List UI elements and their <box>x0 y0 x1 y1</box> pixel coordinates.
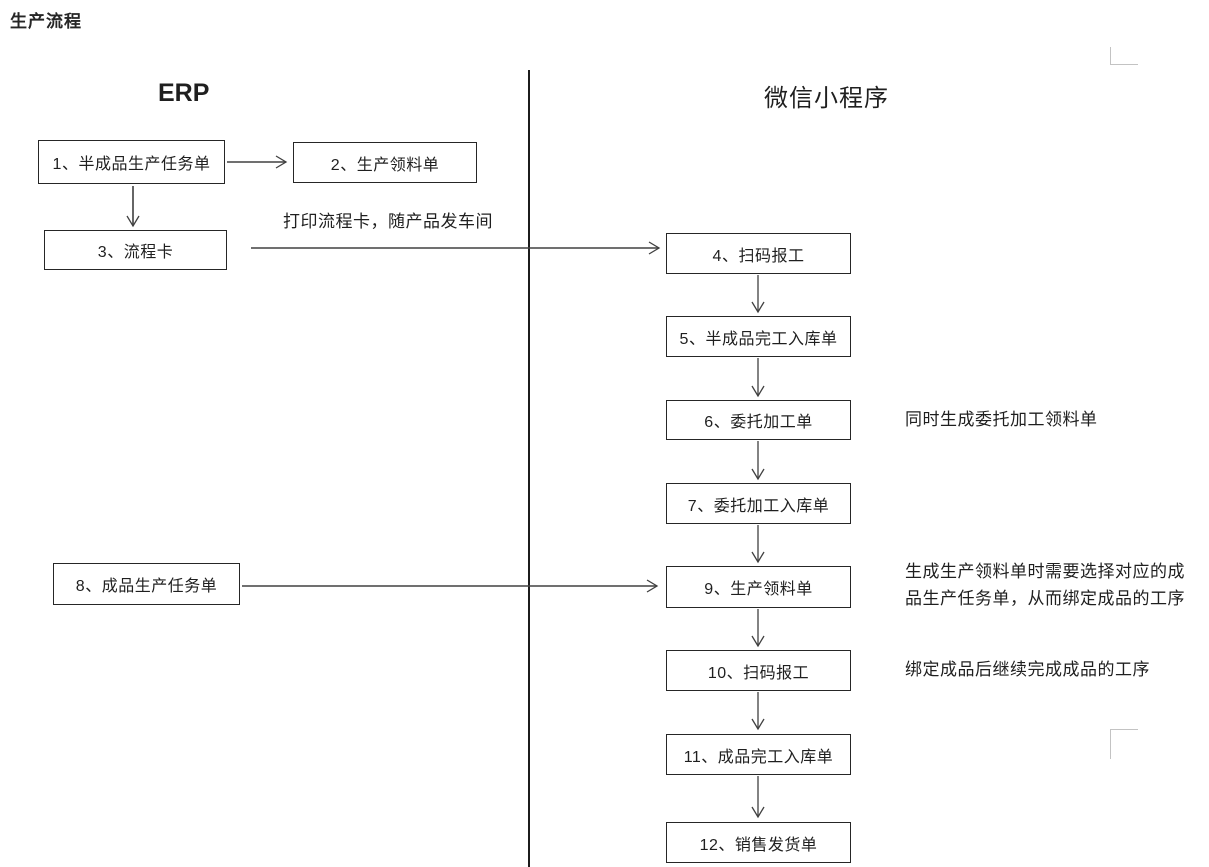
page-title: 生产流程 <box>10 12 82 31</box>
lane-divider <box>528 70 530 867</box>
node-scan-report-work-2: 10、扫码报工 <box>666 650 851 691</box>
annotation-continue-process: 绑定成品后继续完成成品的工序 <box>905 660 1150 679</box>
lane-label-erp: ERP <box>158 79 210 107</box>
node-semi-finished-production-task: 1、半成品生产任务单 <box>38 140 225 184</box>
annotation-print-process-card: 打印流程卡，随产品发车间 <box>283 212 493 231</box>
annotation-bind-process: 生成生产领料单时需要选择对应的成品生产任务单，从而绑定成品的工序 <box>905 562 1185 608</box>
node-production-material-requisition-erp: 2、生产领料单 <box>293 142 477 183</box>
page-margin-corner-bottom <box>1110 729 1138 759</box>
lane-label-wechat: 微信小程序 <box>764 86 889 112</box>
node-production-material-requisition-mini: 9、生产领料单 <box>666 566 851 608</box>
node-sales-delivery-order: 12、销售发货单 <box>666 822 851 863</box>
node-finished-completion-receipt: 11、成品完工入库单 <box>666 734 851 775</box>
node-outsourced-processing-receipt: 7、委托加工入库单 <box>666 483 851 524</box>
node-process-card: 3、流程卡 <box>44 230 227 270</box>
node-semi-finished-completion-receipt: 5、半成品完工入库单 <box>666 316 851 357</box>
node-scan-report-work-1: 4、扫码报工 <box>666 233 851 274</box>
page-margin-corner-top <box>1110 47 1138 65</box>
node-outsourced-processing-order: 6、委托加工单 <box>666 400 851 440</box>
node-finished-production-task: 8、成品生产任务单 <box>53 563 240 605</box>
annotation-outsource-material: 同时生成委托加工领料单 <box>905 410 1098 429</box>
